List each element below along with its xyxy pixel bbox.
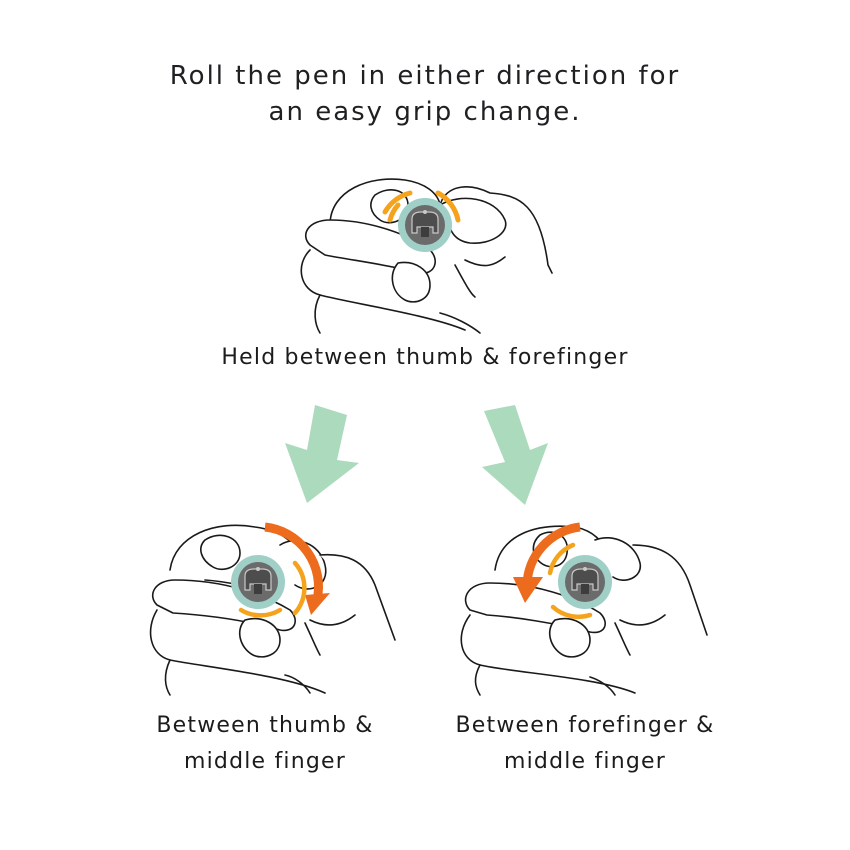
hand-grip-forefinger-middle-illustration	[460, 522, 708, 696]
pen-cross-section-icon	[231, 555, 285, 609]
hand-grip-thumb-middle-illustration	[149, 522, 396, 696]
arrow-down-left-icon	[285, 405, 359, 503]
pen-cross-section-icon	[398, 198, 452, 252]
arrow-down-right-icon	[482, 405, 548, 505]
pen-cross-section-icon	[558, 555, 612, 609]
title: Roll the pen in either direction for an …	[0, 58, 850, 130]
caption-forefinger-middle: Between forefinger & middle finger	[455, 713, 715, 774]
caption-thumb-middle: Between thumb & middle finger	[156, 713, 374, 774]
caption-thumb-forefinger: Held between thumb & forefinger	[221, 345, 629, 370]
hand-grip-thumb-forefinger-illustration	[300, 178, 553, 334]
title-line-2: an easy grip change.	[268, 97, 582, 127]
title-line-1: Roll the pen in either direction for	[169, 61, 681, 91]
